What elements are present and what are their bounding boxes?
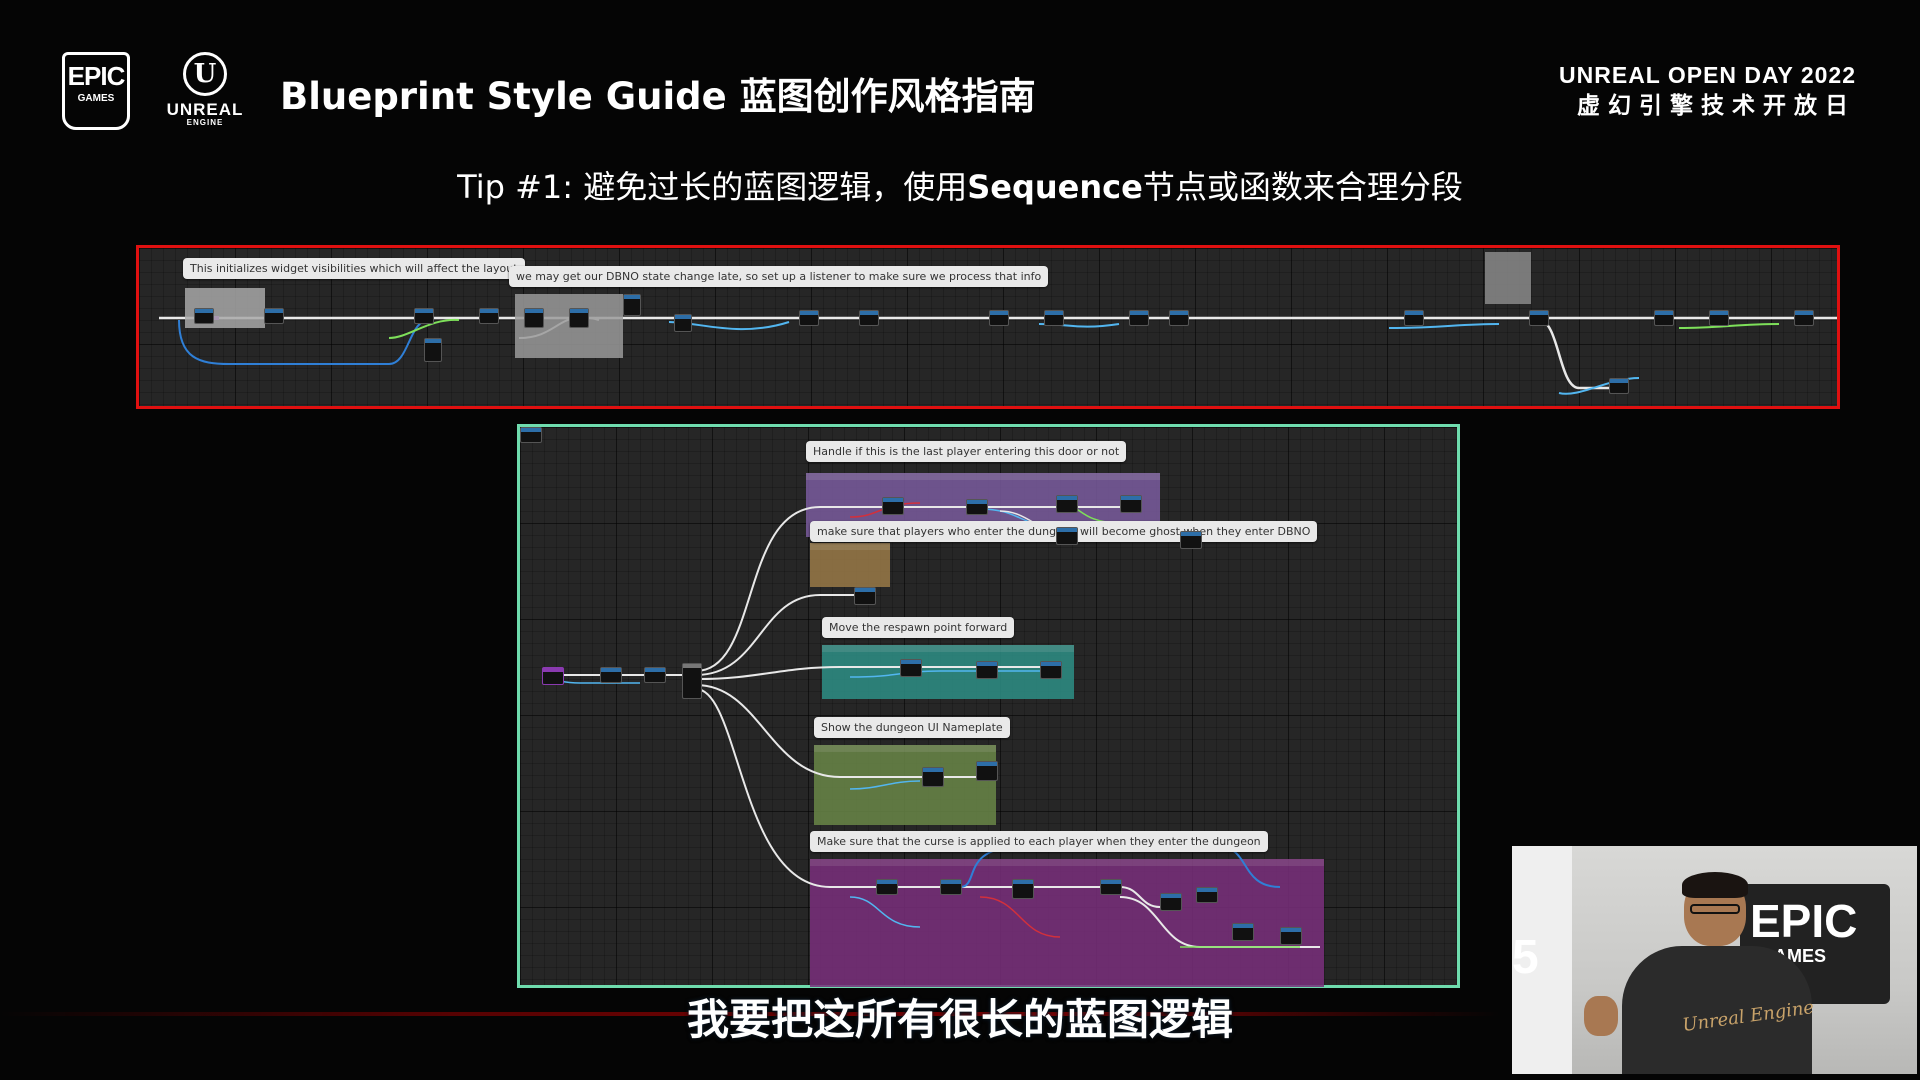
- event-node[interactable]: [542, 667, 564, 685]
- blueprint-node[interactable]: [1040, 661, 1062, 679]
- backdrop-panel: [1512, 846, 1572, 1074]
- unreal-logo-icon: U: [183, 52, 227, 96]
- blueprint-node[interactable]: [799, 310, 819, 326]
- epic-games-logo: EPIC GAMES: [62, 52, 130, 130]
- stage-light-strip: [0, 1012, 1500, 1016]
- blueprint-node[interactable]: [1120, 495, 1142, 513]
- video-subtitle: 我要把这所有很长的蓝图逻辑: [686, 995, 1233, 1044]
- blueprint-node[interactable]: [1196, 887, 1218, 903]
- unreal-logo-text: UNREAL: [166, 100, 244, 119]
- speaker-video-inset: 5 EPIC GAMES Unreal Engine: [1512, 846, 1917, 1074]
- comment-bubble-respawn: Move the respawn point forward: [822, 617, 1015, 638]
- segmented-blueprint-wires: [542, 502, 1320, 948]
- comment-box-respawn: [822, 645, 1074, 699]
- speaker-hair: [1682, 872, 1748, 898]
- long-blueprint-panel: This initializes widget visibilities whi…: [136, 245, 1840, 409]
- blueprint-node[interactable]: [1056, 495, 1078, 513]
- event-title-line1: UNREAL OPEN DAY 2022: [1559, 62, 1856, 88]
- blueprint-node[interactable]: [1654, 310, 1674, 326]
- blueprint-node[interactable]: [194, 308, 214, 324]
- blueprint-node[interactable]: [1280, 927, 1302, 945]
- blueprint-node[interactable]: [479, 308, 499, 324]
- blueprint-node[interactable]: [1129, 310, 1149, 326]
- tip-heading: Tip #1: 避免过长的蓝图逻辑，使用Sequence节点或函数来合理分段: [0, 162, 1920, 208]
- speaker-hand: [1584, 996, 1618, 1036]
- blueprint-node[interactable]: [1404, 310, 1424, 326]
- blueprint-node[interactable]: [1232, 923, 1254, 941]
- blueprint-node[interactable]: [264, 308, 284, 324]
- comment-bubble: we may get our DBNO state change late, s…: [509, 266, 1049, 287]
- wall-epic-logo-text: EPIC: [1750, 895, 1858, 947]
- sequence-node[interactable]: [682, 663, 702, 699]
- blueprint-node[interactable]: [1169, 310, 1189, 326]
- tip-suffix: 节点或函数来合理分段: [1142, 168, 1463, 206]
- blueprint-node[interactable]: [900, 659, 922, 677]
- blueprint-node[interactable]: [600, 667, 622, 683]
- blueprint-node[interactable]: [524, 308, 544, 328]
- comment-box-ghost: [810, 543, 890, 587]
- blueprint-node[interactable]: [922, 767, 944, 787]
- tip-keyword: Sequence: [967, 168, 1143, 206]
- blueprint-node[interactable]: [976, 661, 998, 679]
- blueprint-node[interactable]: [859, 310, 879, 326]
- blueprint-node[interactable]: [976, 761, 998, 781]
- blueprint-node[interactable]: [989, 310, 1009, 326]
- blueprint-node[interactable]: [1709, 310, 1729, 326]
- wall-number: 5: [1512, 931, 1539, 984]
- blueprint-node[interactable]: [1529, 310, 1549, 326]
- blueprint-node[interactable]: [520, 427, 542, 443]
- comment-box-nameplate: [814, 745, 996, 825]
- blueprint-node[interactable]: [623, 294, 641, 316]
- tip-prefix: Tip #1: 避免过长的蓝图逻辑，使用: [457, 168, 968, 206]
- blueprint-node[interactable]: [1160, 893, 1182, 911]
- comment-box: [1485, 252, 1531, 304]
- speaker-glasses: [1690, 904, 1740, 914]
- page-title: Blueprint Style Guide 蓝图创作风格指南: [280, 75, 1036, 118]
- blueprint-node[interactable]: [940, 879, 962, 895]
- blueprint-node[interactable]: [966, 499, 988, 515]
- blueprint-node[interactable]: [876, 879, 898, 895]
- comment-bubble-nameplate: Show the dungeon UI Nameplate: [814, 717, 1010, 738]
- segmented-blueprint-panel: Handle if this is the last player enteri…: [517, 424, 1460, 988]
- blueprint-node[interactable]: [882, 497, 904, 515]
- blueprint-node[interactable]: [854, 587, 876, 605]
- blueprint-node[interactable]: [414, 308, 434, 324]
- blueprint-node[interactable]: [1012, 879, 1034, 899]
- blueprint-node[interactable]: [1609, 378, 1629, 394]
- comment-bubble-last-player: Handle if this is the last player enteri…: [806, 441, 1127, 462]
- speaker-body: [1622, 946, 1812, 1074]
- blueprint-node[interactable]: [674, 314, 692, 332]
- blueprint-node[interactable]: [644, 667, 666, 683]
- comment-bubble: This initializes widget visibilities whi…: [183, 258, 525, 279]
- comment-bubble-curse: Make sure that the curse is applied to e…: [810, 831, 1268, 852]
- blueprint-node[interactable]: [424, 338, 442, 362]
- unreal-engine-logo: U UNREAL ENGINE: [150, 52, 260, 132]
- blueprint-node[interactable]: [1100, 879, 1122, 895]
- blueprint-node[interactable]: [1180, 531, 1202, 549]
- blueprint-node[interactable]: [1044, 310, 1064, 326]
- blueprint-node[interactable]: [1794, 310, 1814, 326]
- event-title-line2: 虚幻引擎技术开放日: [1577, 92, 1856, 118]
- epic-logo-text: EPIC: [67, 61, 126, 91]
- event-title: UNREAL OPEN DAY 2022 虚幻引擎技术开放日: [1559, 60, 1856, 120]
- blueprint-node[interactable]: [569, 308, 589, 328]
- unreal-logo-subtext: ENGINE: [186, 118, 224, 127]
- epic-logo-subtext: GAMES: [77, 93, 115, 104]
- blueprint-node[interactable]: [1056, 527, 1078, 545]
